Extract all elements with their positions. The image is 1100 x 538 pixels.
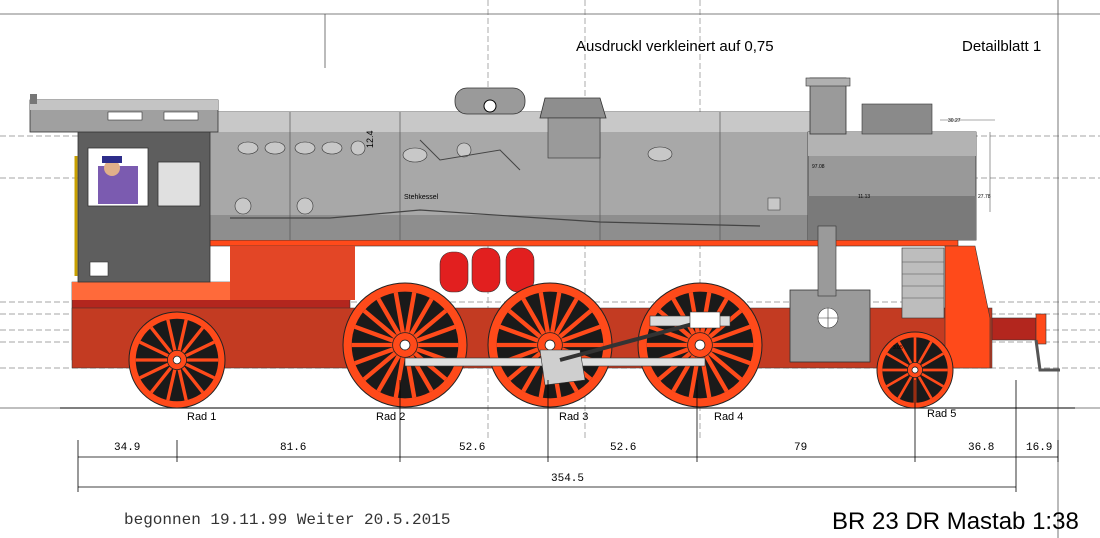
wheel-label-1: Rad 1 — [187, 411, 217, 423]
buffer-beam — [944, 245, 1060, 372]
sheet-name: Detailblatt 1 — [962, 38, 1042, 55]
smokebox-dim-4: 27.78 — [978, 194, 991, 200]
wheel-label-3: Rad 3 — [559, 411, 589, 423]
smokebox-dim-lines — [940, 119, 995, 212]
smokebox-dim-5: 3.05 — [893, 345, 903, 351]
smokebox-dim-3: 11.13 — [858, 194, 871, 200]
dim-segment-5: 79 — [792, 442, 810, 454]
air-tanks — [439, 247, 535, 293]
air-pump — [901, 247, 945, 319]
coupling-rod — [404, 311, 731, 386]
dim-segment-6: 36.8 — [966, 442, 997, 454]
print-note: Ausdruckl verkleinert auf 0,75 — [576, 38, 774, 55]
dimension-chain — [77, 380, 1059, 492]
wheel-3 — [487, 282, 613, 408]
dim-total: 354.5 — [549, 473, 587, 485]
date-note: begonnen 19.11.99 Weiter 20.5.2015 — [124, 511, 451, 529]
stehkessel-label: Stehkessel — [404, 194, 439, 201]
wheel-label-5: Rad 5 — [927, 408, 957, 420]
dim-segment-3: 52.6 — [457, 442, 488, 454]
wheel-5 — [876, 331, 954, 409]
wheel-label-2: Rad 2 — [376, 411, 406, 423]
cylinder — [789, 225, 871, 363]
wheel-2 — [342, 282, 468, 408]
dim-segment-1: 34.9 — [112, 442, 143, 454]
boiler — [204, 111, 816, 241]
wheel-label-4: Rad 4 — [714, 411, 744, 423]
wheel-4 — [637, 282, 763, 408]
smokebox-dim-1: 30.27 — [948, 118, 961, 124]
dim-segment-4: 52.6 — [608, 442, 639, 454]
dim-segment-2: 81.6 — [278, 442, 309, 454]
boiler-number: 12.4 — [365, 130, 375, 148]
smokebox — [805, 77, 977, 241]
wheel-1 — [128, 311, 226, 409]
driver-figure — [98, 156, 138, 204]
smokebox-dim-2: 97.08 — [812, 164, 825, 170]
cab — [29, 94, 219, 283]
dim-segment-7: 16.9 — [1024, 442, 1055, 454]
domes — [454, 87, 607, 159]
drawing-title: BR 23 DR Mastab 1:38 — [832, 508, 1079, 535]
